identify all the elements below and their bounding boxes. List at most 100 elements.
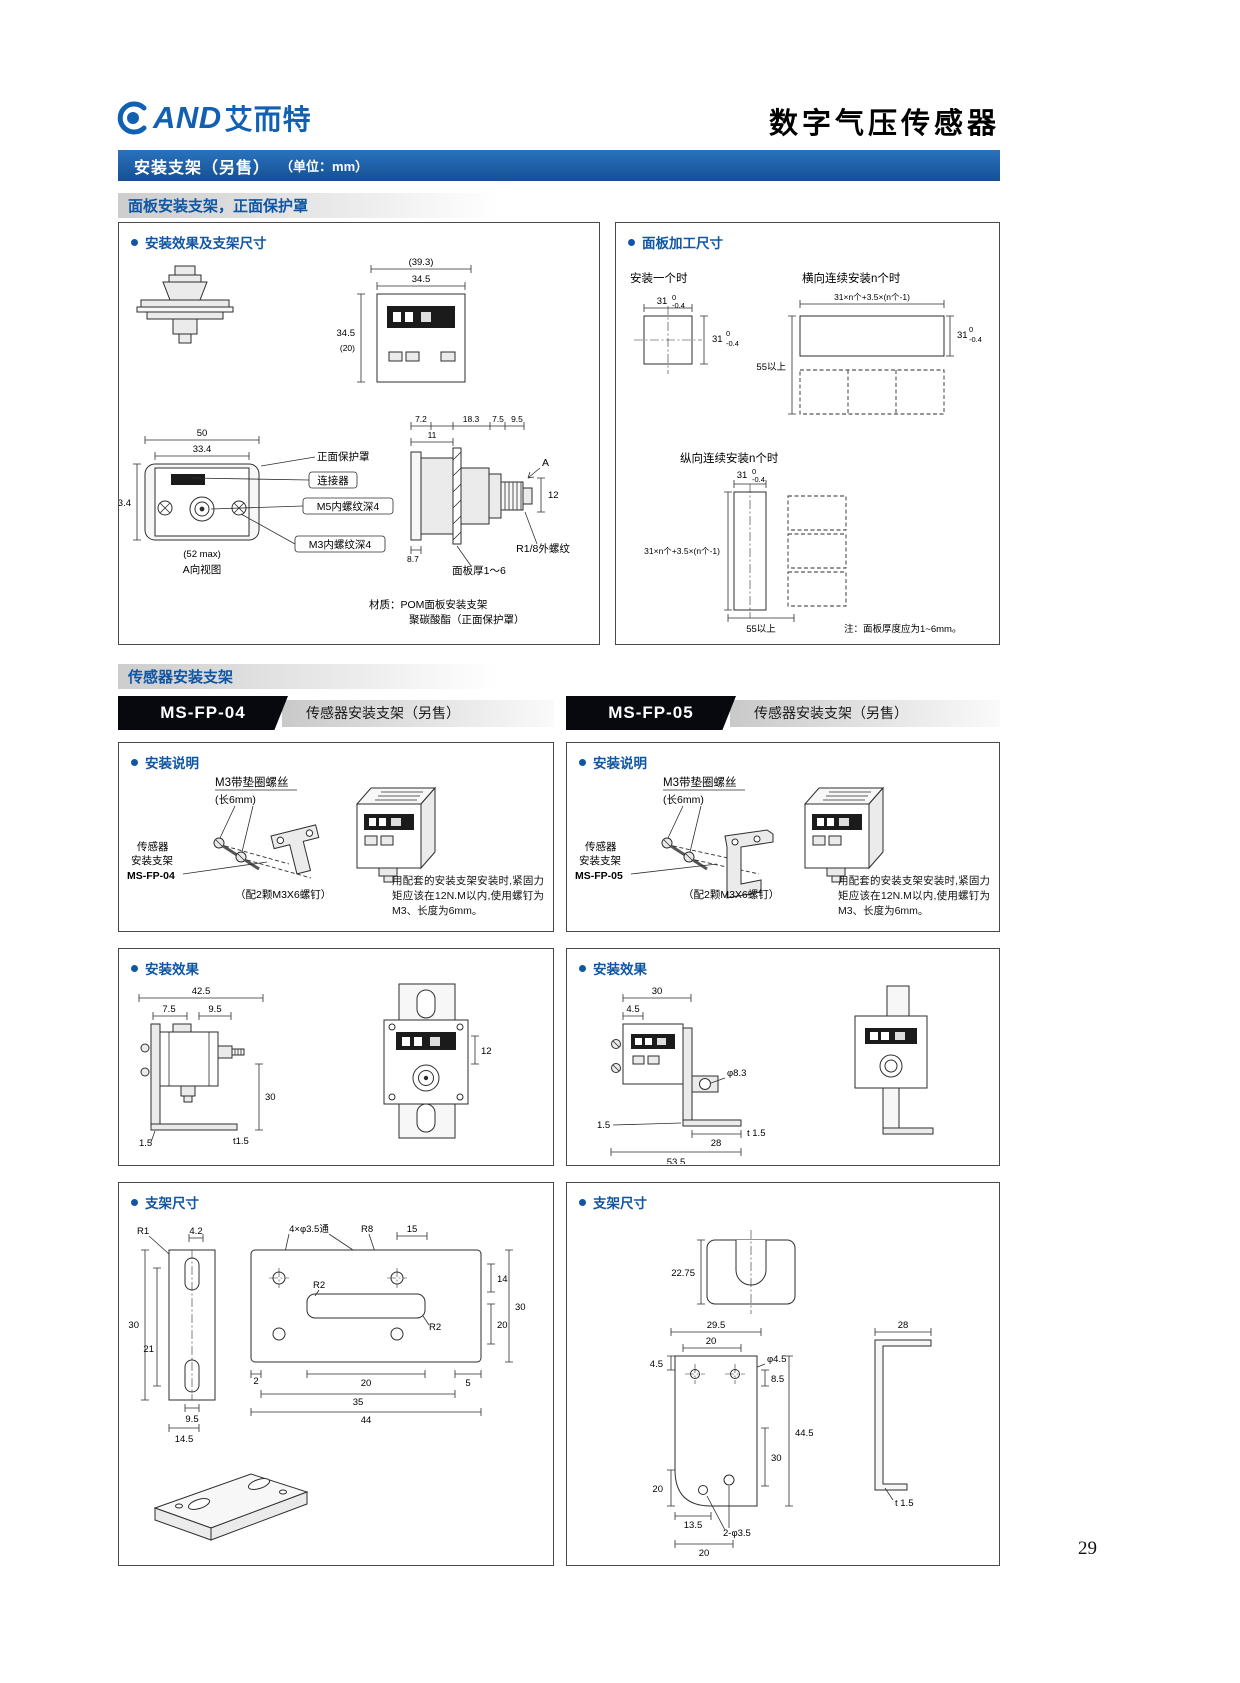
section-banner: 安装支架（另售） （单位：mm） (118, 150, 1000, 181)
panel-thickness-label: 面板厚1～6 (452, 564, 506, 577)
callout-labels: 正面保护罩 连接器 M5内螺纹深4 M3内螺纹深4 (190, 450, 394, 553)
screws (213, 837, 260, 871)
tol-upper: 0 (752, 467, 756, 476)
dim-5: 5 (465, 1378, 470, 1389)
panel-section-title: 面板安装支架，正面保护罩 (128, 198, 309, 215)
dim-r1: R1 (137, 1226, 149, 1237)
dim-8-5: 8.5 (771, 1374, 784, 1385)
box-title-text: 安装效果及支架尺寸 (145, 236, 267, 251)
dim-t1-5: t1.5 (233, 1136, 249, 1147)
screw-label: M3带垫圈螺丝 (663, 775, 736, 789)
view-a-label: A向视图 (183, 563, 222, 576)
bracket-isometric (153, 1473, 309, 1541)
box-title-text: 支架尺寸 (593, 1196, 647, 1211)
sensor-isometric (355, 786, 437, 883)
dim-31: 31 (657, 296, 668, 307)
bracket-top-view: 22.75 (671, 1230, 796, 1314)
dim-21: 21 (143, 1344, 154, 1355)
screw-length-label: (长6mm) (663, 794, 704, 806)
dim-13-5: 13.5 (684, 1520, 703, 1531)
box-title-text: 面板加工尺寸 (642, 236, 723, 251)
brand-name-cn: 艾而特 (224, 104, 312, 135)
formula-label: 31×n个+3.5×(n个-1) (834, 292, 910, 302)
dim-34-5-w: 34.5 (412, 274, 431, 285)
formula-label: 31×n个+3.5×(n个-1) (644, 546, 720, 556)
horizontal-cutout-drawing: 31×n个+3.5×(n个-1) 31 0 -0.4 55以上 (756, 292, 982, 415)
min-55-label: 55以上 (756, 362, 786, 373)
screw-length-label: (长6mm) (215, 794, 256, 806)
dim-34-5-h: 34.5 (337, 328, 356, 339)
rear-view: 50 33.4 33.4 (52 max) A向视图 (119, 428, 260, 576)
single-install-label: 安装一个时 (630, 271, 688, 285)
fp05-install-box: 安装说明 M3带垫圈螺丝 (长6mm) (566, 742, 1000, 932)
dim-12: 12 (481, 1046, 492, 1057)
vertical-cutout-drawing: 31 0 -0.4 31×n个+3.5×(n个-1) 55以上 (644, 467, 847, 635)
install-note: 用配套的安装支架安装时,紧固力矩应该在12N.M以内,使用螺钉为M3、长度为6m… (838, 875, 990, 918)
fp05-install-drawing: M3带垫圈螺丝 (长6mm) (575, 775, 885, 901)
bracket-flat-view: 4×φ3.5通 R8 15 R2 R2 14 20 3 (250, 1224, 526, 1426)
box-title: 安装效果 (567, 949, 999, 978)
dim-1-5: 1.5 (597, 1120, 610, 1131)
install-note: 用配套的安装支架安装时,紧固力矩应该在12N.M以内,使用螺钉为M3、长度为6m… (392, 875, 544, 918)
page-title: 数字气压传感器 (768, 108, 1000, 140)
dim-31: 31 (957, 330, 968, 341)
min-55-label: 55以上 (746, 624, 776, 635)
dim-30: 30 (771, 1453, 782, 1464)
fp04-bracket-drawing: R1 4.2 30 21 9.5 14.5 4×φ3.5通 R (128, 1224, 526, 1541)
banner-unit: （单位：mm） (280, 159, 369, 174)
single-cutout-drawing: 31 0 -0.4 31 0 -0.4 (634, 293, 739, 374)
dim-20b: 20 (361, 1378, 372, 1389)
bracket-profile-view: 28 t 1.5 (874, 1320, 932, 1509)
screw-label: M3带垫圈螺丝 (215, 775, 288, 789)
fp05-bracket-drawing: 22.75 29.5 20 φ4.5 4.5 20 (650, 1230, 932, 1559)
box-title: 安装说明 (567, 743, 999, 772)
box-title-text: 安装效果 (145, 962, 199, 977)
panel-mount-drawing: (39.3) 34.5 34.5 (20) 50 33.4 (119, 257, 570, 626)
tol-lower: -0.4 (752, 475, 765, 484)
fp05-effect-box: 安装效果 30 4.5 φ8.3 1.5 (566, 948, 1000, 1166)
material-line2: 聚碳酸酯（正面保护罩） (409, 613, 525, 626)
dim-31: 31 (712, 334, 723, 345)
box-title-text: 安装说明 (593, 756, 647, 771)
dim-holes: 4×φ3.5通 (289, 1224, 329, 1235)
bullet-icon (579, 758, 586, 766)
dim-r2b: R2 (429, 1322, 441, 1333)
box-title: 安装效果 (119, 949, 553, 978)
dim-14: 14 (497, 1274, 508, 1285)
dim-33-4-w: 33.4 (193, 444, 212, 455)
box-title-text: 支架尺寸 (145, 1196, 199, 1211)
fp04-effect-box: 安装效果 42.5 7.5 9.5 1.5 (118, 948, 554, 1166)
dim-52-max: (52 max) (183, 549, 220, 560)
tol-upper: 0 (672, 293, 676, 302)
dim-18-3: 18.3 (463, 414, 480, 424)
dim-7-5: 7.5 (492, 414, 504, 424)
front-mounted-view (854, 985, 934, 1135)
dim-7-2: 7.2 (415, 414, 427, 424)
horizontal-install-label: 横向连续安装n个时 (802, 271, 901, 285)
dim-28: 28 (898, 1320, 909, 1331)
fp04-install-drawing: M3带垫圈螺丝 (长6mm) (127, 775, 437, 901)
dim-4-2: 4.2 (189, 1226, 202, 1237)
sensor-section-header: 传感器安装支架 (118, 664, 566, 689)
dim-t1-5: t 1.5 (747, 1128, 766, 1139)
dim-dia-8-3: φ8.3 (727, 1068, 746, 1079)
screws (661, 837, 708, 871)
front-mounted-view: 12 (383, 983, 492, 1139)
dim-20t: 20 (706, 1336, 717, 1347)
box-title-text: 安装效果 (593, 962, 647, 977)
ms-fp-05-header: MS-FP-05 传感器安装支架（另售） (566, 696, 1000, 730)
brand-name: AND (153, 100, 222, 135)
dim-31: 31 (737, 470, 748, 481)
dim-11: 11 (428, 430, 437, 440)
box-title: 支架尺寸 (119, 1183, 553, 1212)
dim-8-7: 8.7 (407, 554, 419, 564)
dim-9-5: 9.5 (185, 1414, 198, 1425)
tol-lower: -0.4 (969, 335, 982, 344)
bullet-icon (628, 238, 635, 246)
bracket-side-view: R1 4.2 30 21 9.5 14.5 (128, 1226, 216, 1445)
dim-2: 2 (253, 1376, 258, 1387)
dim-dia-4-5: φ4.5 (767, 1354, 786, 1365)
screw-qty-label: （配2颗M3X6螺钉） (235, 889, 331, 901)
box-title: 安装效果及支架尺寸 (119, 223, 599, 252)
callout-cover: 正面保护罩 (317, 450, 370, 463)
